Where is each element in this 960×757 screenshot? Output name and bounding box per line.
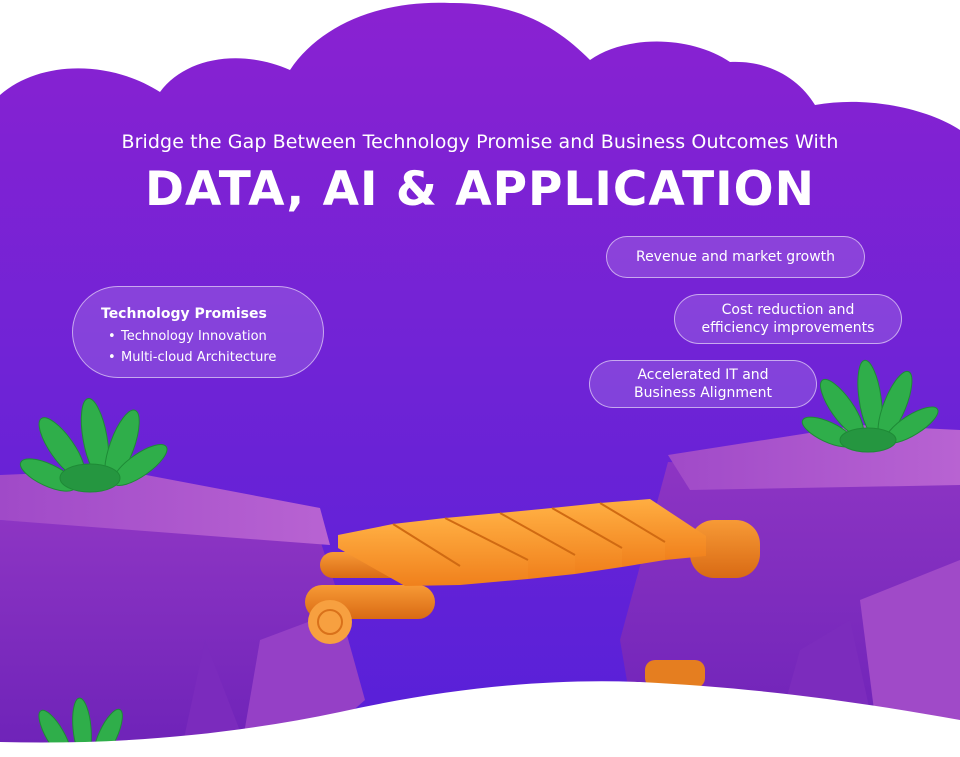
bridge-planks bbox=[338, 499, 706, 586]
outcome-alignment-pill: Accelerated IT and Business Alignment bbox=[589, 360, 817, 408]
list-item: Technology Innovation bbox=[108, 326, 323, 347]
left-plant-icon bbox=[19, 398, 168, 493]
hero-subtitle: Bridge the Gap Between Technology Promis… bbox=[121, 131, 839, 153]
outcome-cost-pill: Cost reduction and efficiency improvemen… bbox=[674, 294, 902, 344]
outcome-label: Cost reduction and efficiency improvemen… bbox=[701, 302, 875, 336]
technology-promises-card: Technology Promises Technology Innovatio… bbox=[72, 286, 324, 378]
outcome-label: Accelerated IT and Business Alignment bbox=[634, 367, 772, 401]
technology-promises-list: Technology Innovation Multi-cloud Archit… bbox=[101, 326, 323, 368]
outcome-revenue-pill: Revenue and market growth bbox=[606, 236, 865, 278]
list-item: Multi-cloud Architecture bbox=[108, 347, 323, 368]
bottom-wave bbox=[0, 681, 960, 757]
right-plant-icon bbox=[801, 359, 939, 453]
hero-headline: DATA, AI & APPLICATION bbox=[145, 162, 815, 217]
left-cliff bbox=[0, 470, 365, 757]
technology-promises-title: Technology Promises bbox=[101, 306, 267, 322]
outcome-label: Revenue and market growth bbox=[635, 249, 836, 265]
